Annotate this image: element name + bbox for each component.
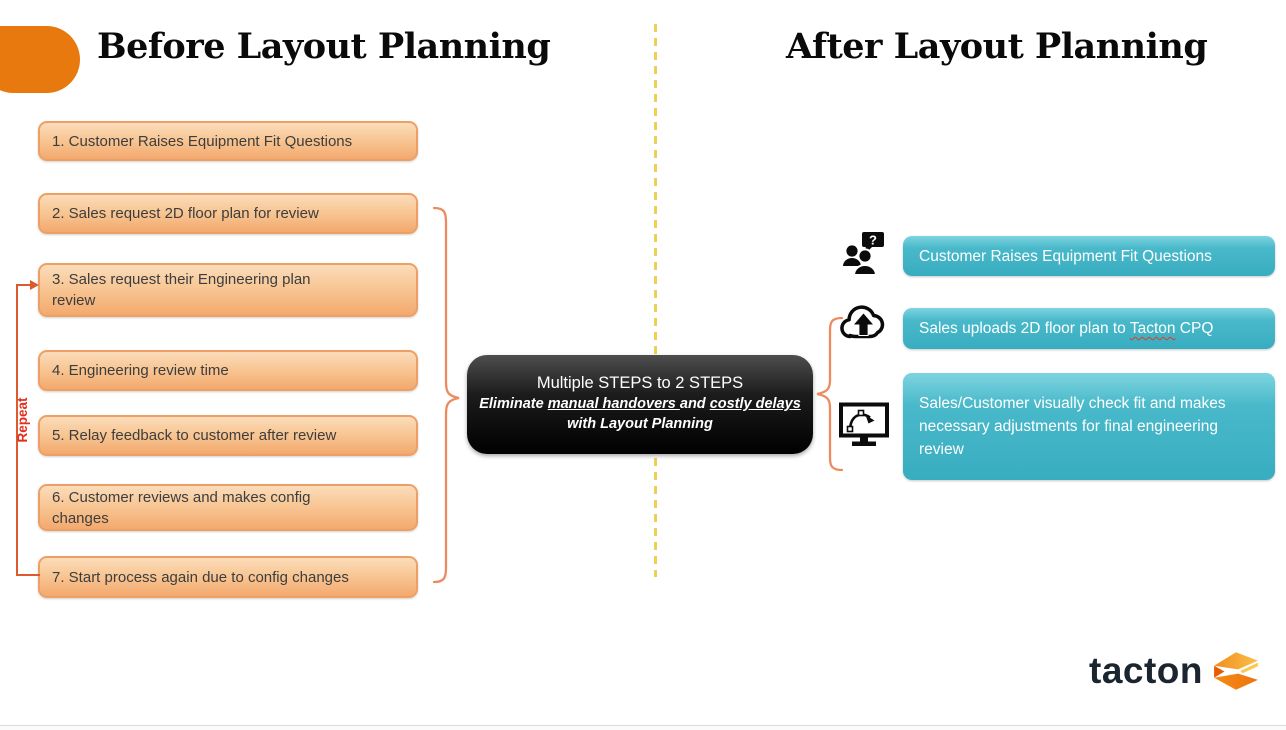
after-step-1: Customer Raises Equipment Fit Questions [903,236,1275,276]
center-line-3: with Layout Planning [567,416,713,432]
before-step-5-label: 5. Relay feedback to customer after revi… [52,427,337,444]
left-brace-icon [432,206,460,584]
before-title: Before Layout Planning [97,26,551,67]
spellcheck-word: Tacton [1129,320,1176,337]
header-accent-shape [0,26,80,93]
before-step-7-label: 7. Start process again due to config cha… [52,568,349,586]
repeat-loop-line-vertical [16,285,18,576]
after-step-3-label: Sales/Customer visually check fit and ma… [919,395,1226,412]
center-line-1: Multiple STEPS to 2 STEPS [536,374,744,392]
before-step-5: 5. Relay feedback to customer after revi… [38,415,418,456]
before-step-1-label: 1. Customer Raises Equipment Fit Questio… [52,132,353,150]
before-step-6-label: 6. Customer reviews and makes config [52,488,311,506]
before-step-6: 6. Customer reviews and makes config cha… [38,484,418,531]
before-step-2: 2. Sales request 2D floor plan for revie… [38,193,418,234]
monitor-design-icon [839,402,889,446]
section-divider-dashed [654,24,657,577]
before-step-2-label: 2. Sales request 2D floor plan for revie… [52,205,319,222]
after-step-2: Sales uploads 2D floor plan to Tacton CP… [903,308,1275,349]
before-step-4-label: 4. Engineering review time [52,362,229,379]
right-brace-icon [816,316,844,472]
people-question-icon: ? [843,232,884,276]
repeat-loop-line-bottom [16,574,40,576]
center-line-2: Eliminate manual handovers and costly de… [479,396,801,412]
after-title: After Layout Planning [786,26,1208,67]
before-step-3-label: 3. Sales request their Engineering plan [52,271,311,288]
before-step-4: 4. Engineering review time [38,350,418,391]
svg-text:?: ? [869,233,877,248]
center-summary-box: Multiple STEPS to 2 STEPS Eliminate manu… [467,355,813,454]
before-step-7: 7. Start process again due to config cha… [38,556,418,598]
repeat-loop-arrowhead-icon [30,280,39,290]
after-step-2-label: Sales uploads 2D floor plan to Tacton CP… [919,320,1214,337]
cloud-upload-icon [840,305,885,339]
before-step-3: 3. Sales request their Engineering plan … [38,263,418,317]
repeat-label: Repeat [15,397,30,443]
after-step-3: Sales/Customer visually check fit and ma… [903,373,1275,480]
tacton-logo-icon [1214,652,1258,690]
after-step-1-label: Customer Raises Equipment Fit Questions [919,247,1212,265]
before-step-1: 1. Customer Raises Equipment Fit Questio… [38,121,418,161]
repeat-loop-line-top [16,284,31,286]
tacton-logo-text: tacton [1089,650,1203,691]
slide-bottom-edge [0,725,1286,730]
